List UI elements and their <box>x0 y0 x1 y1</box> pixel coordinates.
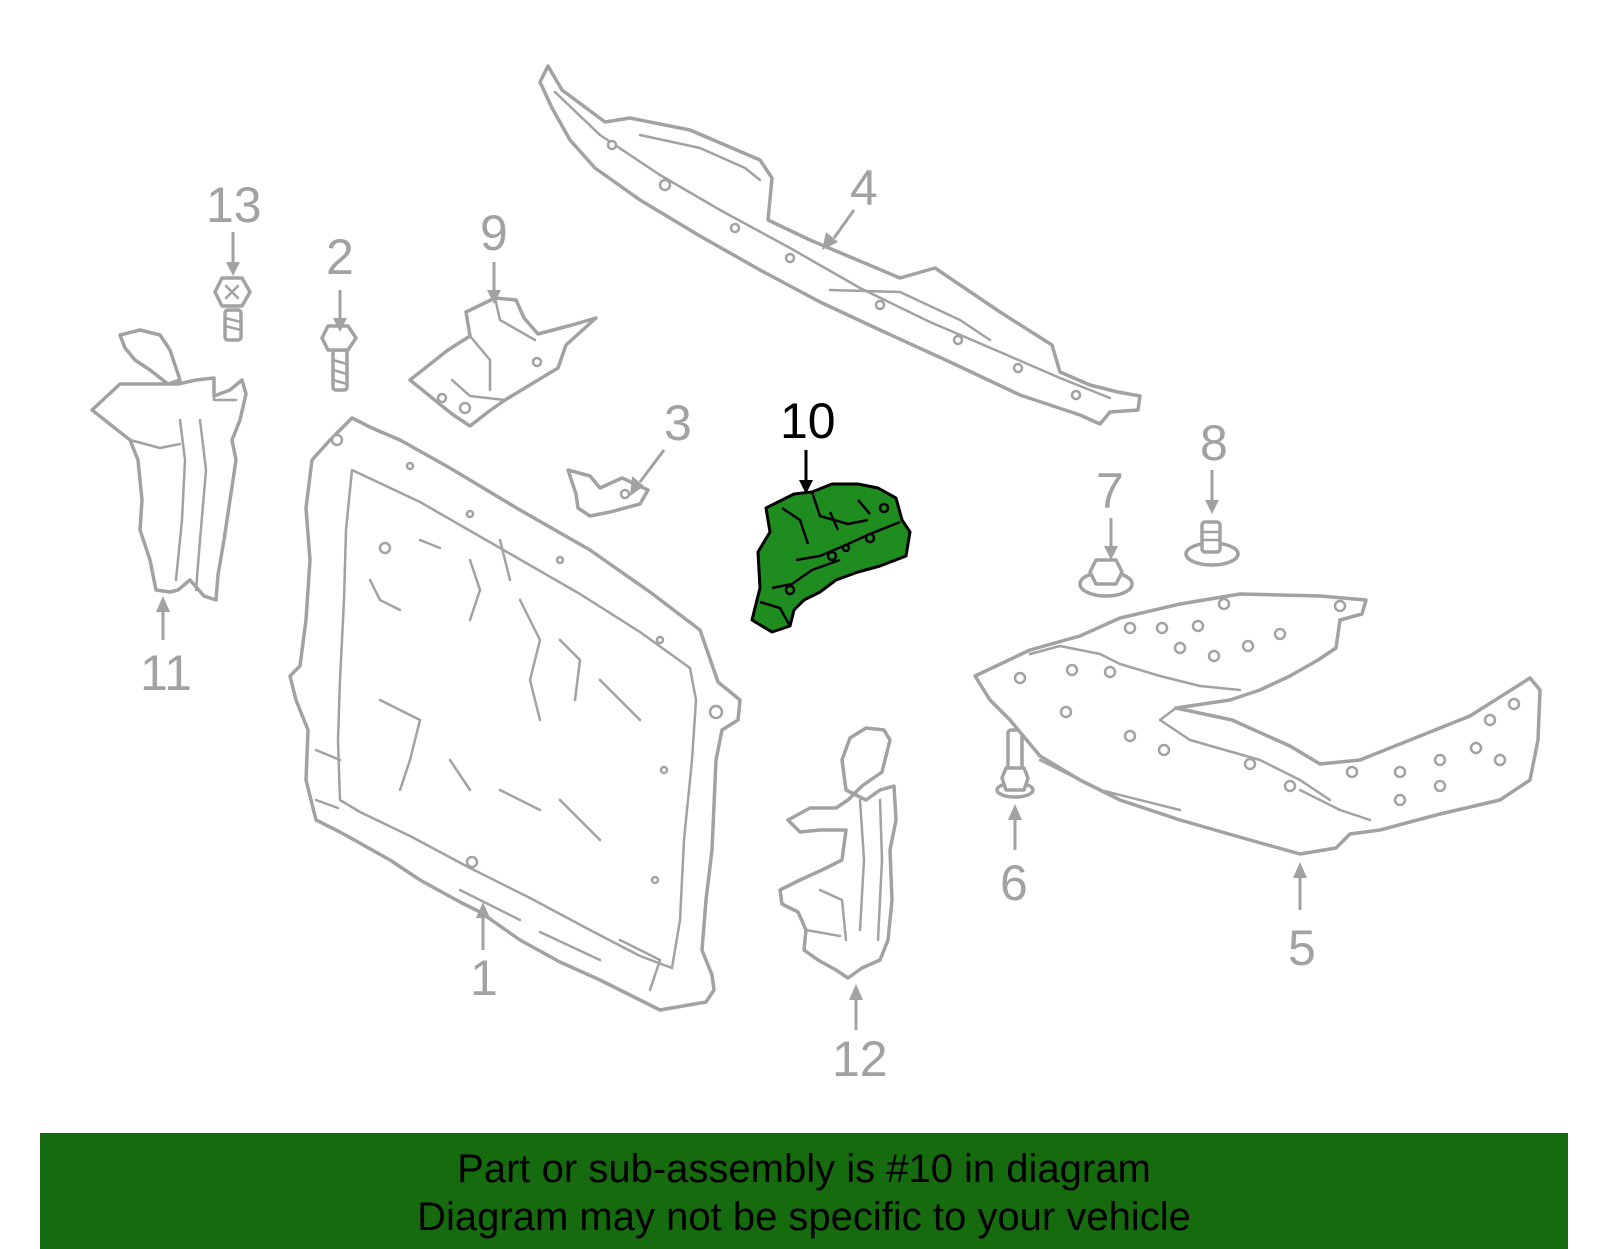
callout-9: 9 <box>480 205 508 261</box>
banner-line-disclaimer: Diagram may not be specific to your vehi… <box>417 1195 1191 1239</box>
callout-5: 5 <box>1288 920 1316 976</box>
callout-labels: 1 2 3 4 5 6 7 8 9 10 11 12 13 <box>140 160 1316 1087</box>
callout-13: 13 <box>206 177 262 233</box>
callout-6: 6 <box>1000 855 1028 911</box>
part-13-bolt <box>213 276 252 342</box>
callout-3: 3 <box>664 395 692 451</box>
banner-line-part-number: Part or sub-assembly is #10 in diagram <box>457 1147 1151 1191</box>
leader-lines <box>156 209 1307 1030</box>
part-11-left-air-guide <box>90 328 248 602</box>
part-9-bracket <box>408 296 598 428</box>
part-2-bolt <box>320 324 358 392</box>
part-7-nut <box>1078 558 1134 598</box>
info-banner: Part or sub-assembly is #10 in diagram D… <box>40 1133 1568 1249</box>
part-4-upper-tie-bar <box>538 64 1142 426</box>
callout-1: 1 <box>470 950 498 1006</box>
callout-8: 8 <box>1200 415 1228 471</box>
callout-10: 10 <box>780 393 836 449</box>
part-6-bolt <box>995 728 1035 799</box>
part-8-clip <box>1184 520 1240 567</box>
callout-11: 11 <box>140 645 192 701</box>
callout-7: 7 <box>1096 463 1124 519</box>
callout-2: 2 <box>326 229 354 285</box>
part-12-right-air-guide <box>778 726 898 980</box>
part-1-radiator-support <box>288 416 742 1012</box>
callout-12: 12 <box>832 1031 888 1087</box>
part-5-splash-shield <box>973 592 1542 856</box>
part-3-small-bracket <box>566 468 650 518</box>
part-10-highlighted-bracket <box>750 482 912 634</box>
callout-4: 4 <box>850 160 878 216</box>
